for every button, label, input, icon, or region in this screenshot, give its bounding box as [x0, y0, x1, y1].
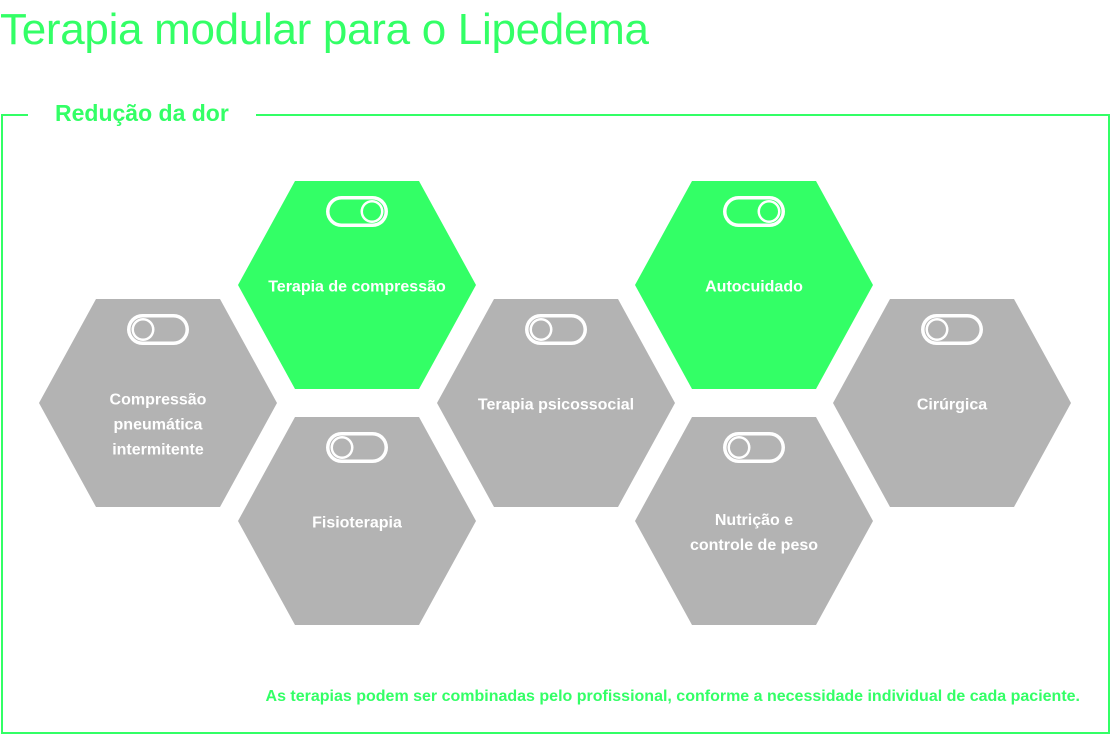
module-label: Fisioterapia — [312, 514, 402, 532]
module-hexagon[interactable] — [238, 181, 476, 389]
module-label: Terapia psicossocial — [477, 396, 635, 414]
module-hexagon[interactable] — [833, 299, 1071, 507]
hexagon-shape — [238, 181, 476, 389]
module-hexagon[interactable] — [437, 299, 675, 507]
module-hexagon[interactable] — [635, 181, 873, 389]
module-label: Nutrição e controle de peso — [689, 512, 819, 554]
module-label: Autocuidado — [705, 278, 803, 296]
module-label: Compressão pneumática intermitente — [109, 391, 207, 459]
toggle-switch-icon — [723, 196, 785, 227]
module-label: Cirúrgica — [916, 396, 988, 414]
toggle-switch-icon — [326, 432, 388, 463]
module-hexagon[interactable] — [238, 417, 476, 625]
hexagon-shape — [39, 299, 277, 507]
toggle-switch-icon — [326, 196, 388, 227]
module-label: Terapia de compressão — [268, 278, 446, 296]
section-frame — [1, 114, 1110, 734]
toggle-switch-icon — [525, 314, 587, 345]
hexagon-shape — [238, 417, 476, 625]
hexagon-shape — [437, 299, 675, 507]
module-hexagon[interactable] — [635, 417, 873, 625]
hexagon-shape — [635, 181, 873, 389]
footnote: As terapias podem ser combinadas pelo pr… — [265, 688, 1080, 705]
hexagon-shape — [635, 417, 873, 625]
toggle-switch-icon — [921, 314, 983, 345]
page-title: Terapia modular para o Lipedema — [0, 5, 649, 54]
hexagon-shape — [833, 299, 1071, 507]
toggle-switch-icon — [127, 314, 189, 345]
section-label: Redução da dor — [28, 96, 256, 130]
toggle-switch-icon — [723, 432, 785, 463]
module-hexagon[interactable] — [39, 299, 277, 507]
